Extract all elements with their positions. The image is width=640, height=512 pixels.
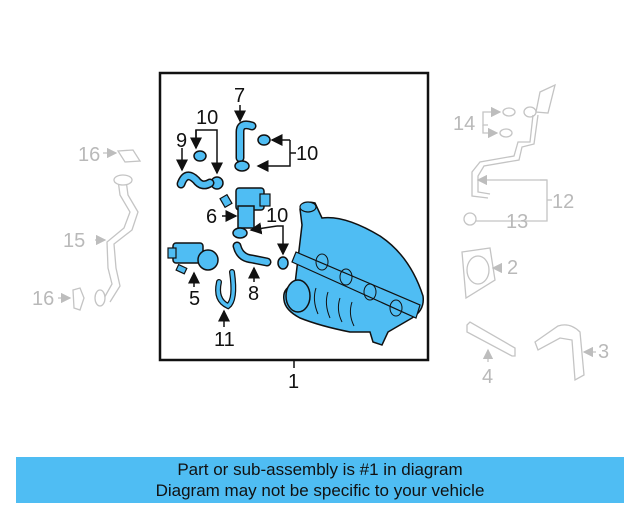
hose-part-8[interactable] [232,241,272,282]
callout-10-lower[interactable]: 10 [266,205,289,227]
faded-part-4-bracket[interactable] [466,321,516,362]
callout-12[interactable]: 12 [552,191,575,213]
callout-8[interactable]: 8 [248,283,260,305]
actuator-part-5[interactable] [167,242,219,287]
faded-part-16-gaskets[interactable] [58,147,142,311]
faded-part-14-washers[interactable] [482,106,516,139]
callout-13[interactable]: 13 [506,211,529,233]
hose-part-11[interactable] [215,269,237,327]
clamp-part-10-left[interactable] [190,129,224,190]
hose-part-9[interactable] [176,148,215,190]
callout-10-left[interactable]: 10 [196,107,219,129]
callout-15[interactable]: 15 [63,230,86,252]
callout-16-upper[interactable]: 16 [78,144,101,166]
valve-part-6[interactable] [219,187,271,229]
parts-diagram: 7 10 9 10 6 10 5 8 11 1 14 12 13 2 3 4 1… [32,71,610,393]
callout-16-lower[interactable]: 16 [32,288,55,310]
faded-part-12-oil-line[interactable] [463,83,556,226]
callout-10-upper-right[interactable]: 10 [296,143,319,165]
clamp-part-10-upper[interactable] [234,134,296,172]
callout-11[interactable]: 11 [214,329,235,351]
hose-part-7[interactable] [234,105,257,163]
info-banner: Part or sub-assembly is #1 in diagram Di… [16,457,624,503]
callout-14[interactable]: 14 [453,113,476,135]
banner-line-1: Part or sub-assembly is #1 in diagram [177,460,463,479]
callout-3[interactable]: 3 [598,341,610,363]
callout-1[interactable]: 1 [288,371,300,393]
banner-line-2: Diagram may not be specific to your vehi… [155,481,485,500]
callout-6[interactable]: 6 [206,206,218,228]
callout-4[interactable]: 4 [482,366,494,388]
clamp-part-10-lower[interactable] [232,222,289,270]
turbocharger-part-1[interactable] [282,201,425,346]
callout-2[interactable]: 2 [507,257,519,279]
callout-5[interactable]: 5 [189,288,201,310]
faded-part-15-pipe[interactable] [94,174,139,307]
faded-part-3-bracket[interactable] [534,324,596,382]
faded-part-2-gasket[interactable] [461,247,503,300]
callout-9[interactable]: 9 [176,130,188,152]
callout-7[interactable]: 7 [234,85,246,107]
